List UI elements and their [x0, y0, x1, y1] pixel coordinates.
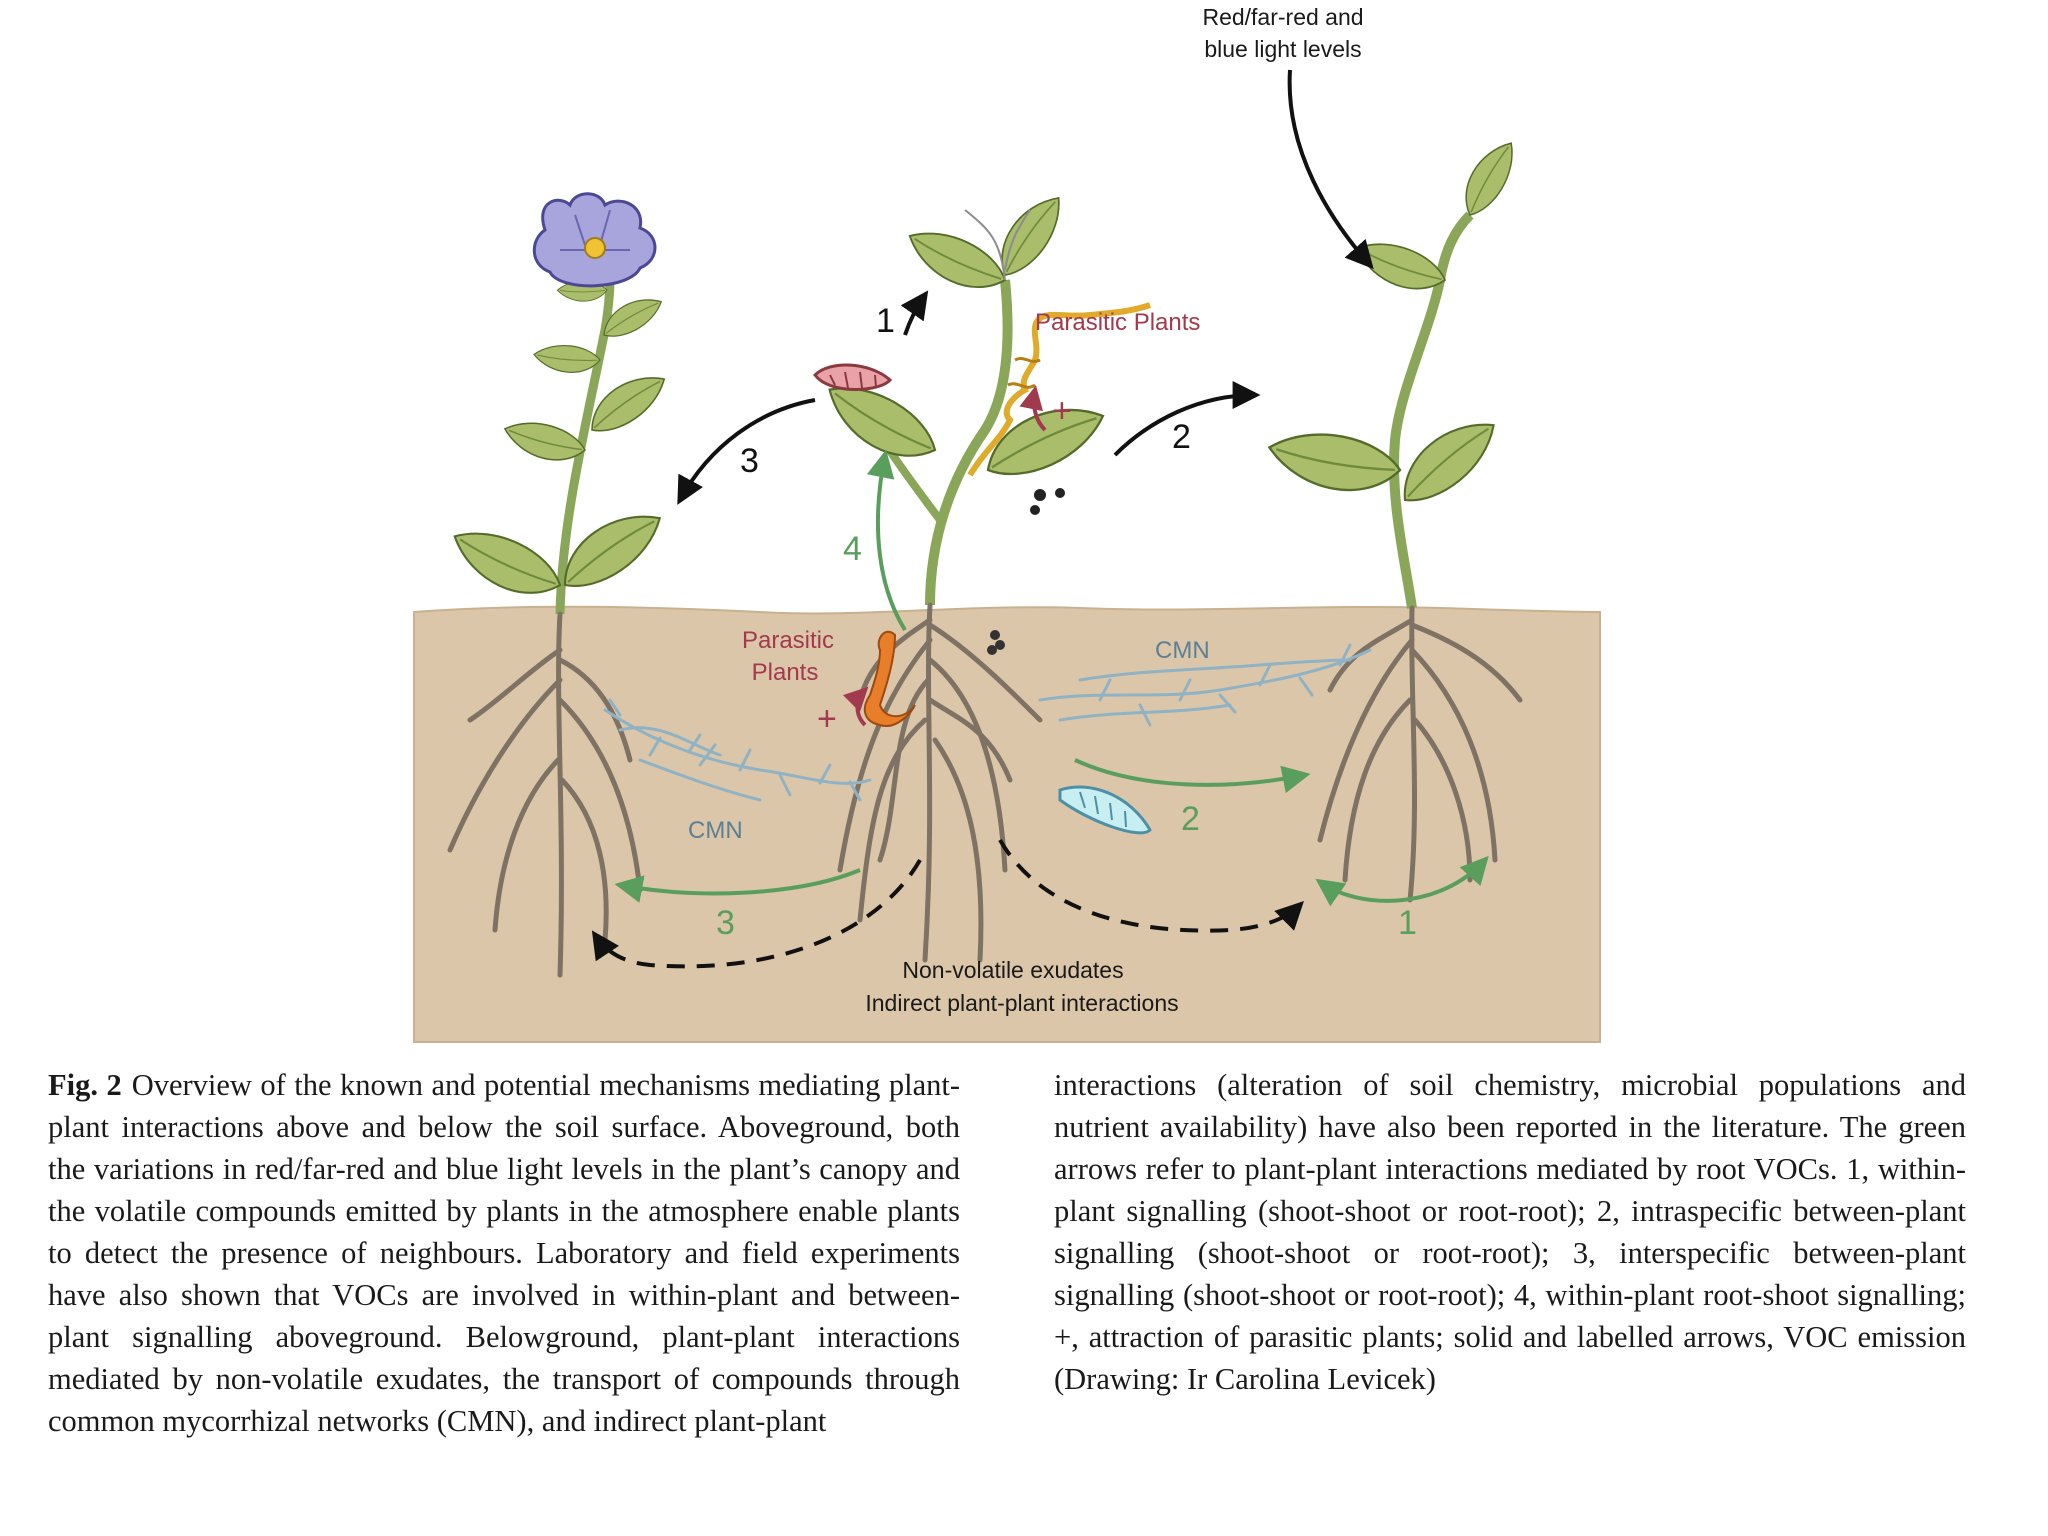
light-label-line1: Red/far-red and [1202, 4, 1363, 30]
cmn-label-left: CMN [688, 817, 743, 844]
number-2-below: 2 [1181, 800, 1200, 838]
arrow-exudate-left [591, 859, 922, 969]
arrow-3-below [614, 868, 861, 903]
voc-emission-spot [1034, 489, 1046, 501]
plus-below: + [817, 700, 837, 738]
number-3-above: 3 [740, 442, 759, 480]
right-plant [1262, 133, 1528, 903]
number-3-below: 3 [716, 904, 735, 942]
caption-text-left: Overview of the known and potential mech… [48, 1068, 961, 1438]
arrow-1-below [1315, 855, 1489, 907]
number-2-above: 2 [1172, 418, 1191, 456]
caterpillar-icon [813, 363, 893, 391]
cmn-label-right: CMN [1155, 637, 1210, 664]
figure-label: Fig. 2 [48, 1068, 122, 1102]
left-flowering-plant [443, 192, 675, 978]
arrow-1-above [900, 290, 929, 336]
figure-caption-right: interactions (alteration of soil chemist… [1054, 1064, 1966, 1400]
plus-above: + [1052, 392, 1072, 430]
number-1-above: 1 [876, 302, 895, 340]
arrow-4 [866, 449, 907, 632]
mycorrhizal-network-right [1038, 643, 1372, 727]
exudates-label-line2: Indirect plant-plant interactions [865, 990, 1178, 1016]
parasitic-plants-below-label-2: Plants [752, 659, 819, 686]
caption-text-right: interactions (alteration of soil chemist… [1054, 1068, 1966, 1396]
larva-icon [1058, 785, 1152, 835]
number-1-below: 1 [1398, 904, 1417, 942]
number-4: 4 [843, 530, 862, 568]
arrow-plus-above [1019, 385, 1047, 432]
arrow-plus-below [842, 686, 869, 727]
arrow-exudate-right [998, 839, 1304, 933]
parasitic-broomrape [863, 630, 916, 727]
plant-interactions-illustration: Red/far-red and blue light levels Parasi… [413, 4, 1601, 1043]
arrow-3-above [677, 398, 816, 505]
flower-icon [532, 192, 657, 288]
parasitic-plants-below-label-1: Parasitic [742, 627, 834, 654]
soil-block [413, 605, 1601, 1043]
exudates-label-line1: Non-volatile exudates [902, 957, 1123, 983]
arrow-2-above [1113, 381, 1261, 457]
center-plant [813, 186, 1152, 963]
mycorrhizal-network-left [603, 698, 872, 802]
root-herbivore-cluster [987, 630, 1005, 655]
arrow-2-below [1074, 758, 1311, 794]
light-label-line2: blue light levels [1204, 36, 1361, 62]
parasitic-plants-above-label: Parasitic Plants [1035, 309, 1200, 336]
arrow-light [1287, 69, 1374, 270]
